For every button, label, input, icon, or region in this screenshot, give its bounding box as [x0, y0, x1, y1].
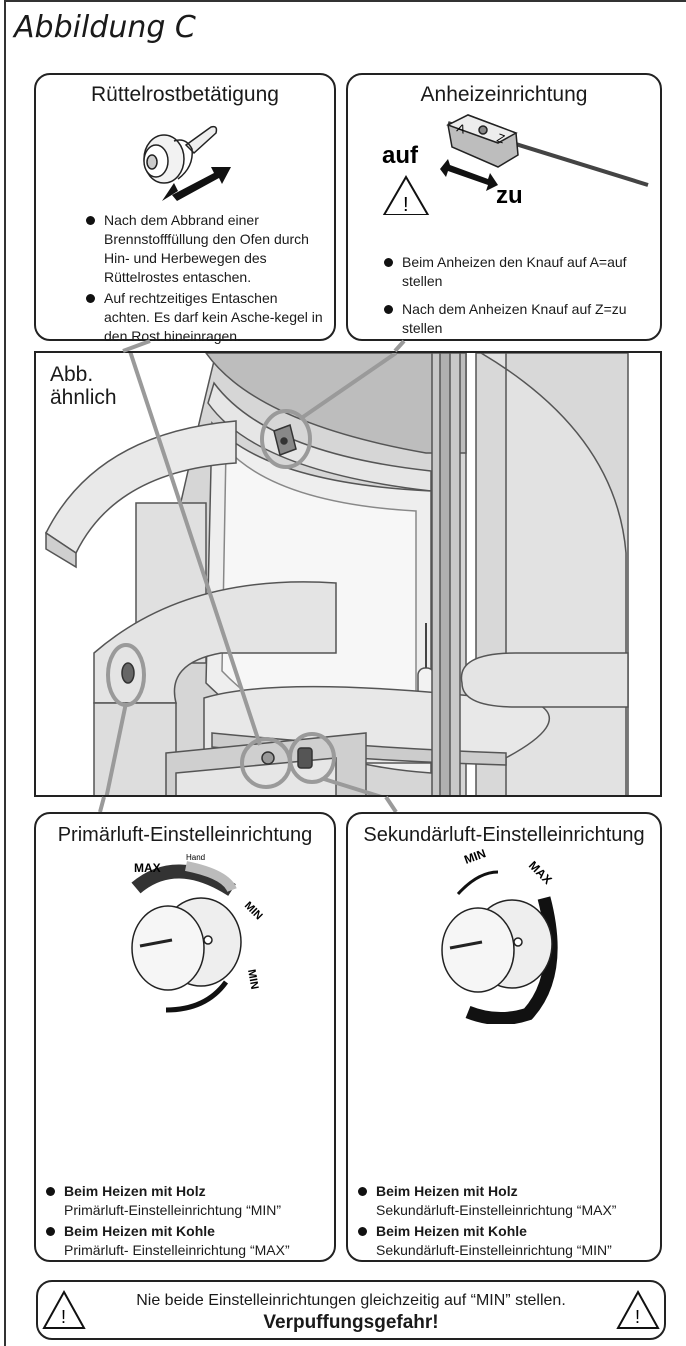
ruettelrost-title: Rüttelrostbetätigung — [91, 83, 279, 106]
bullet-dot — [358, 1187, 367, 1196]
sekundaer-dial-illustration: MIN MAX — [441, 846, 558, 1024]
ruettelrost-panel: Rüttelrostbetätigung Nach dem Abbrand ei… — [34, 73, 336, 344]
stove-illustration: Abb. ähnlich — [34, 351, 662, 797]
warning-line-2: Verpuffungsgefahr! — [263, 1312, 439, 1333]
primaer-title: Primärluft-Einstelleinrichtung — [57, 824, 313, 846]
primaer-dial-min2: MIN — [245, 968, 260, 990]
primaer-bullet-1: Beim Heizen mit Holz Primärluft-Einstell… — [46, 1182, 336, 1220]
frame-top-border — [4, 0, 686, 2]
sekundaer-dial-min: MIN — [462, 846, 487, 867]
sekundaer-title: Sekundärluft-Einstelleinrichtung — [363, 824, 645, 846]
ruettelrost-lever-illustration — [143, 125, 231, 201]
anheiz-knob-illustration: A Z auf zu ! — [382, 114, 649, 215]
bullet-dot — [358, 1227, 367, 1236]
anheiz-bullet-2: Nach dem Anheizen Knauf auf Z=zu stellen — [384, 300, 644, 338]
frame-left-border — [4, 0, 6, 1346]
warning-triangle-right-icon: ! — [616, 1289, 660, 1329]
primaer-panel: Primärluft-Einstelleinrichtung MAX Hand … — [34, 812, 336, 1262]
bullet-dot — [46, 1227, 55, 1236]
sekundaer-bullet-2: Beim Heizen mit Kohle Sekundärluft-Einst… — [358, 1222, 662, 1260]
warning-line-1: Nie beide Einstelleinrichtungen gleichze… — [136, 1292, 566, 1309]
svg-text:!: ! — [635, 1307, 640, 1327]
primaer-dial-max: MAX — [134, 861, 161, 875]
sekundaer-dial-max: MAX — [526, 858, 555, 887]
ruettelrost-bullet-2: Auf rechtzeitiges Entaschen achten. Es d… — [86, 289, 326, 346]
sekundaer-panel: Sekundärluft-Einstelleinrichtung MIN MAX… — [346, 812, 662, 1262]
label-zu: zu — [496, 182, 523, 209]
bullet-dot — [86, 294, 95, 303]
svg-text:!: ! — [61, 1307, 66, 1327]
label-auf: auf — [382, 142, 419, 169]
svg-text:!: ! — [403, 194, 409, 215]
sekundaer-bullet-1: Beim Heizen mit Holz Sekundärluft-Einste… — [358, 1182, 662, 1220]
ruettelrost-bullet-1: Nach dem Abbrand einer Brennstofffüllung… — [86, 211, 326, 287]
warning-triangle-icon: ! — [382, 175, 430, 215]
primaer-bullet-2: Beim Heizen mit Kohle Primärluft- Einste… — [46, 1222, 336, 1260]
anheiz-bullet-1: Beim Anheizen den Knauf auf A=auf stelle… — [384, 253, 644, 291]
bullet-dot — [384, 305, 393, 314]
primaer-dial-hand: Hand — [186, 853, 205, 862]
warning-panel: ! ! Nie beide Einstelleinrichtungen glei… — [36, 1280, 666, 1340]
stove-drawing — [45, 353, 629, 795]
anheiz-title: Anheizeinrichtung — [420, 83, 588, 106]
bullet-dot — [86, 216, 95, 225]
figure-title: Abbildung C — [14, 10, 196, 45]
warning-icons: ! ! — [42, 1289, 660, 1329]
knob-letter-z: Z — [495, 131, 507, 147]
scene-label: Abb. ähnlich — [50, 363, 117, 409]
warning-triangle-left-icon: ! — [42, 1289, 86, 1329]
bullet-dot — [384, 258, 393, 267]
warning-text: Nie beide Einstelleinrichtungen gleichze… — [98, 1290, 604, 1334]
primaer-dial-min1: MIN — [242, 900, 265, 923]
primaer-dial-illustration: MAX Hand MIN MIN — [131, 853, 265, 1013]
anheiz-panel: Anheizeinrichtung A Z auf zu ! Beim Anhe… — [346, 73, 662, 341]
bullet-dot — [46, 1187, 55, 1196]
